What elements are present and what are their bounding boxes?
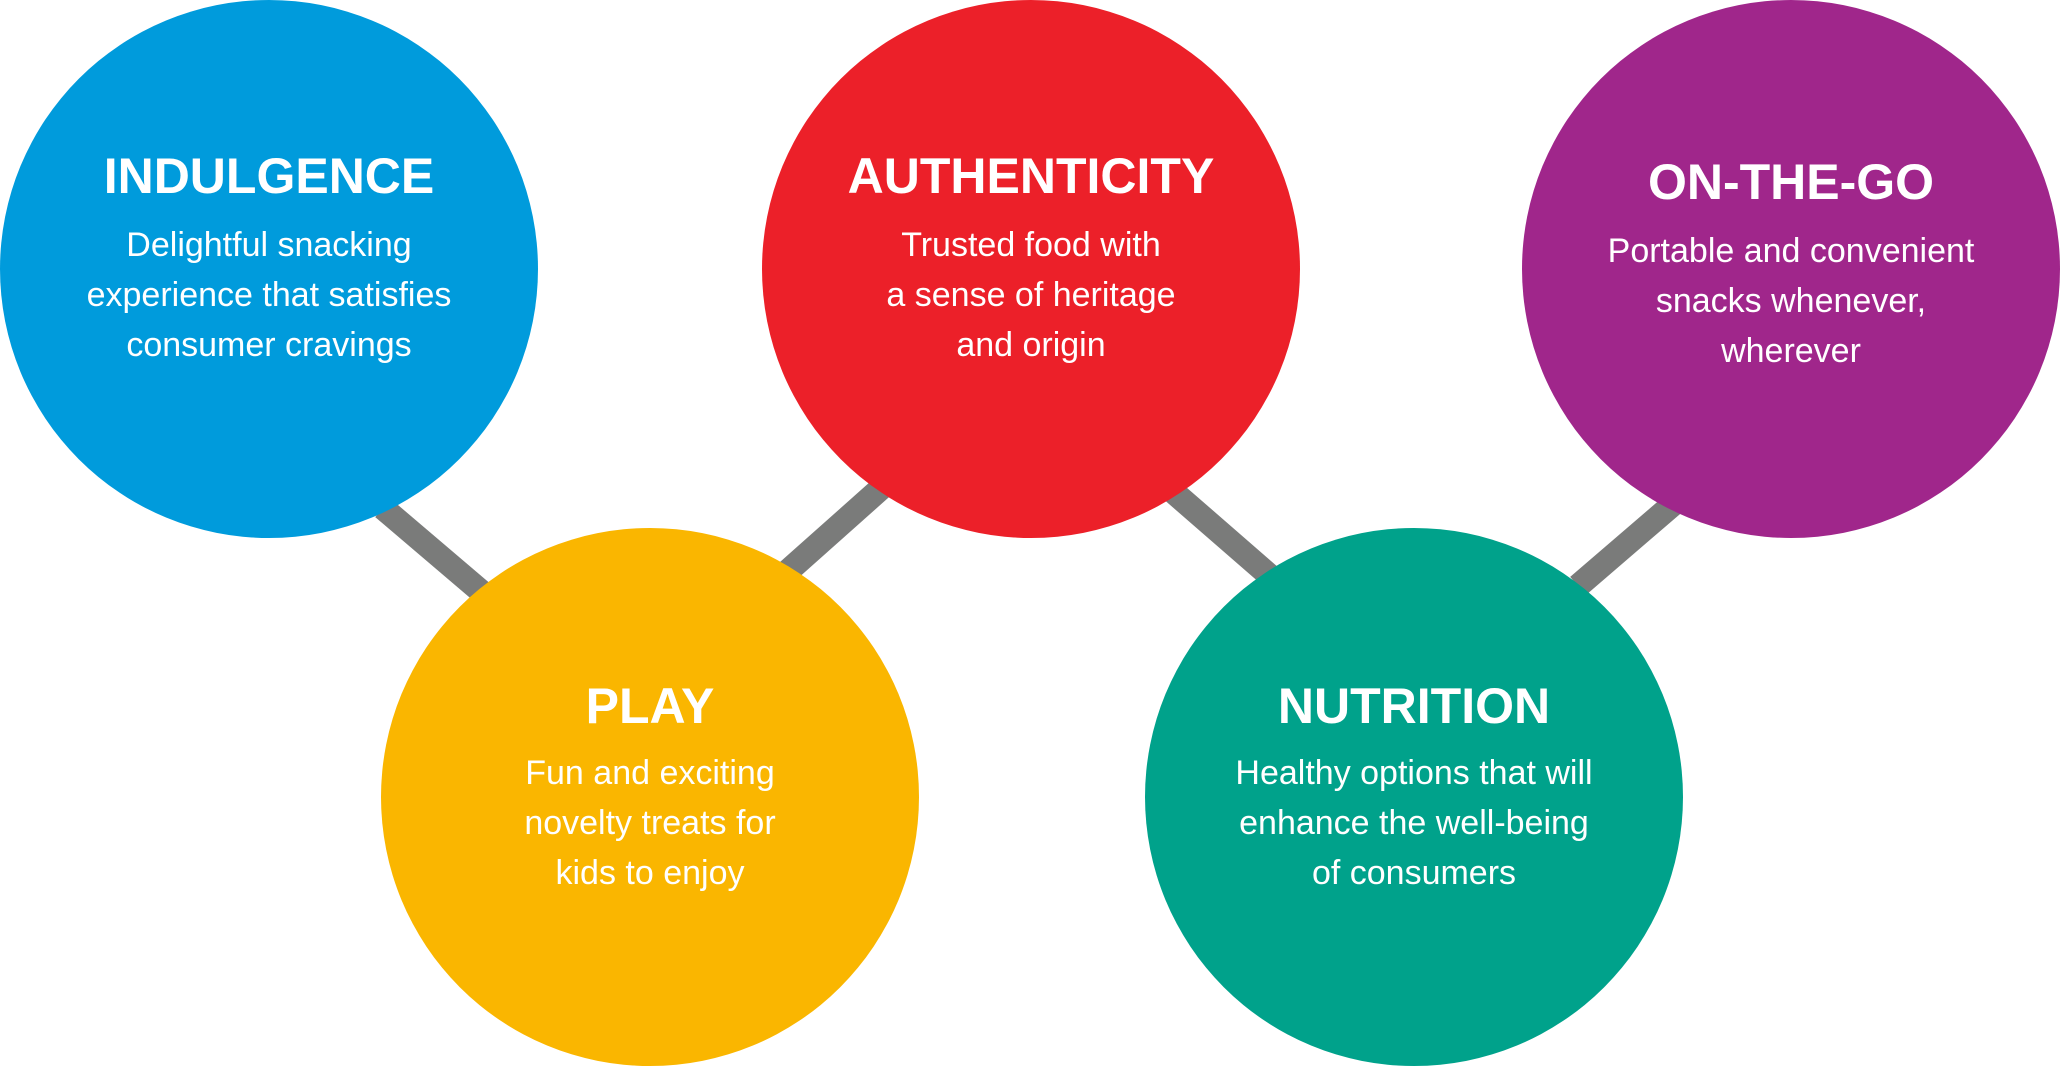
on-the-go-description: Portable and convenient snacks whenever,… [1607, 232, 1975, 370]
authenticity-description: Trusted food with a sense of heritage an… [886, 226, 1176, 364]
play-description: Fun and exciting novelty treats for kids… [524, 754, 776, 892]
connector-indulgence-play [375, 498, 492, 604]
on-the-go-title: ON-THE-GO [1647, 154, 1935, 210]
circle-nutrition: NUTRITION Healthy options that will enha… [1145, 528, 1683, 1066]
indulgence-title: INDULGENCE [103, 148, 435, 204]
circle-indulgence: INDULGENCE Delightful snacking experienc… [0, 0, 538, 538]
connector-authenticity-nutrition [1162, 479, 1278, 586]
connector-nutrition-onthego [1570, 490, 1686, 596]
circle-play: PLAY Fun and exciting novelty treats for… [381, 528, 919, 1066]
authenticity-title: AUTHENTICITY [847, 148, 1215, 204]
indulgence-description: Delightful snacking experience that sati… [86, 226, 452, 364]
circle-on-the-go: ON-THE-GO Portable and convenient snacks… [1522, 0, 2060, 538]
connector-play-authenticity [780, 473, 896, 580]
nutrition-description: Healthy options that will enhance the we… [1235, 754, 1593, 892]
play-title: PLAY [585, 678, 715, 734]
circle-authenticity: AUTHENTICITY Trusted food with a sense o… [762, 0, 1300, 538]
nutrition-title: NUTRITION [1277, 678, 1551, 734]
